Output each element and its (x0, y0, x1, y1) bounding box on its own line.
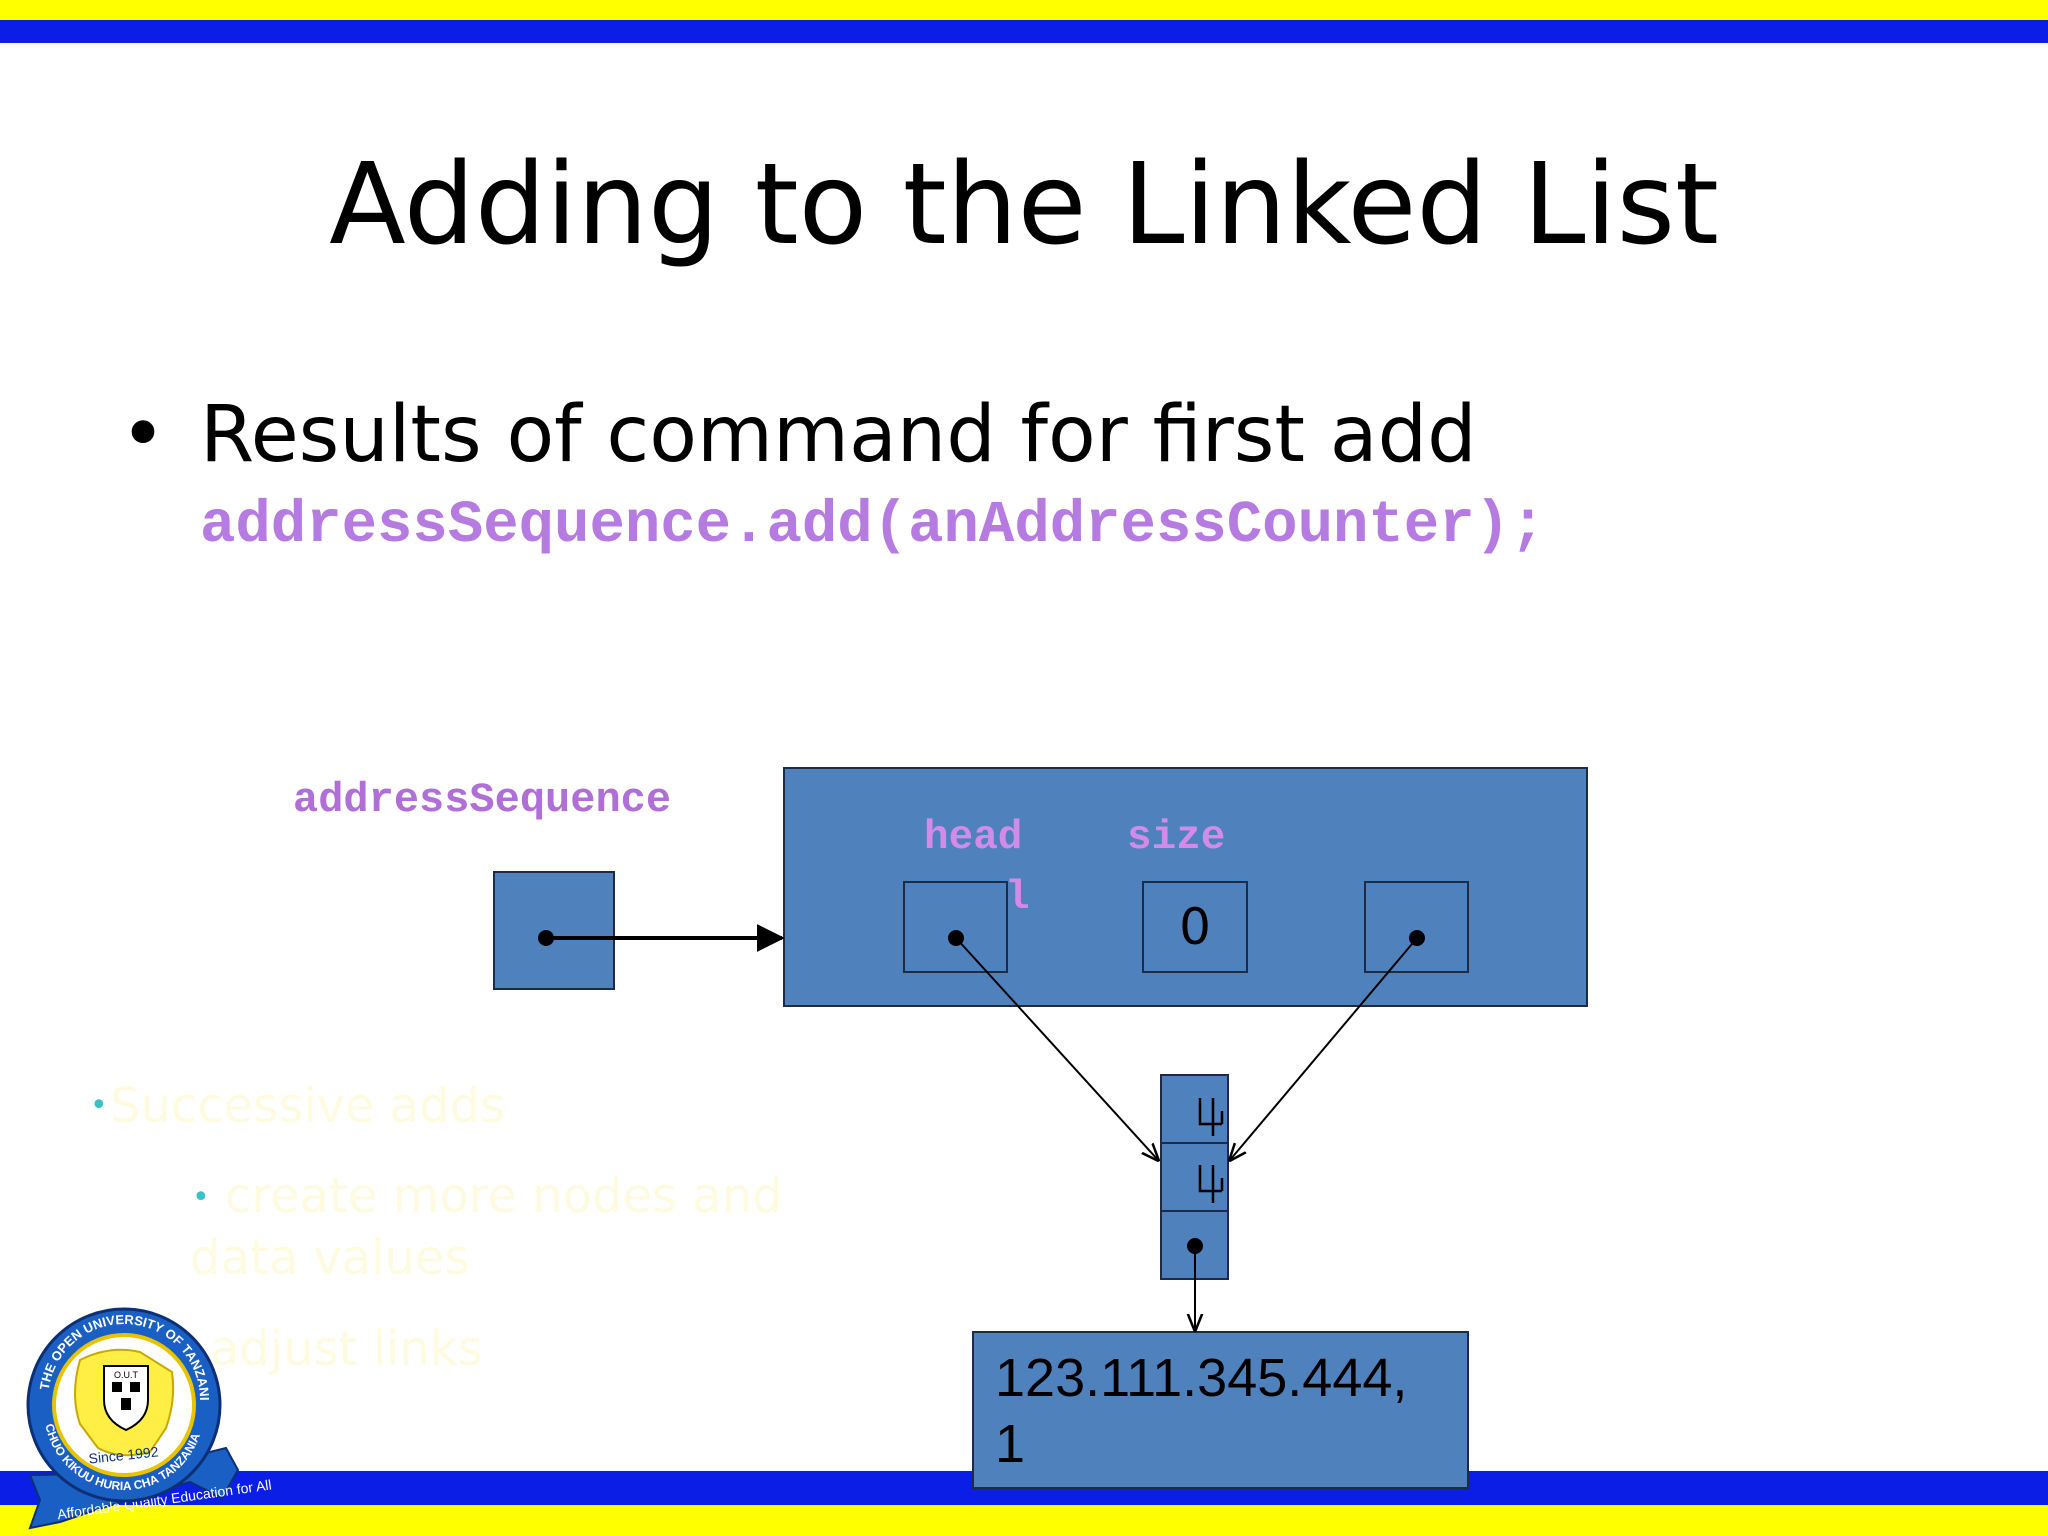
slide-title: Adding to the Linked List (329, 140, 1719, 270)
code-line: addressSequence.add(anAddressCounter); (200, 492, 1546, 559)
tail-field-box (1364, 881, 1469, 973)
head-field-label: head (924, 815, 1023, 861)
variable-box (493, 871, 615, 990)
faded-note-line3: adjust links (210, 1321, 483, 1377)
tail-pointer-arrow (1230, 937, 1418, 1160)
logo-shield-pattern (112, 1382, 122, 1392)
size-field-box (1142, 881, 1248, 973)
node-cell-prev (1160, 1074, 1229, 1144)
head-pointer-arrow (955, 937, 1158, 1160)
size-field-label: size (1127, 815, 1226, 861)
top-yellow-bar (0, 0, 2048, 20)
null-ground-icon (1198, 1098, 1224, 1136)
variable-label: addressSequence (293, 776, 672, 824)
faded-note-line1: Successive adds (110, 1078, 506, 1134)
top-blue-bar (0, 20, 2048, 43)
logo-shield-pattern-2 (130, 1382, 140, 1392)
node-cell-next (1160, 1142, 1229, 1212)
data-value-box (972, 1331, 1469, 1489)
faded-note-line2b: data values (190, 1230, 470, 1286)
bullet-marker: • (120, 390, 167, 480)
logo-shield-text: O.U.T (114, 1370, 139, 1380)
null-label-fragment: l (1005, 875, 1030, 921)
bullet-text: Results of command for first add (200, 390, 1477, 480)
size-value: 0 (1179, 898, 1211, 956)
head-field-box (903, 881, 1008, 973)
bottom-yellow-bar (0, 1505, 2048, 1536)
logo-since: Since 1992 (88, 1443, 160, 1466)
logo-shield-pattern-3 (121, 1398, 131, 1410)
null-ground-icon-2 (1198, 1165, 1224, 1203)
data-value-text: 123.111.345.444, 1 (995, 1348, 1408, 1474)
faded-bullet-marker: • (90, 1088, 108, 1123)
faded-note-line2a: create more nodes and (225, 1168, 783, 1224)
faded-subbullet-marker: • (192, 1180, 210, 1215)
logo-ring-text-top: THE OPEN UNIVERSITY OF TANZANIA (0, 0, 212, 1401)
